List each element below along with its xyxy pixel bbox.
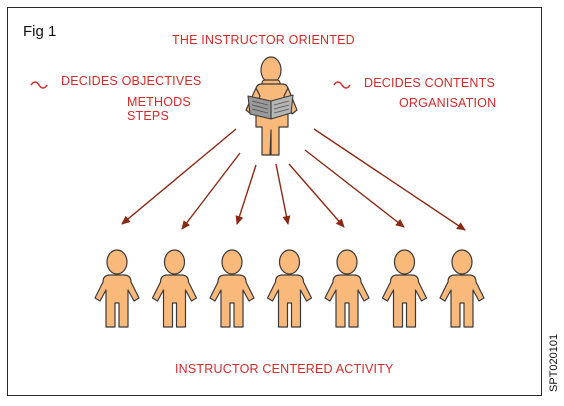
arrow-to-learner-6 (304, 149, 405, 228)
diagram-caption: INSTRUCTOR CENTERED ACTIVITY (175, 362, 394, 376)
arrow-to-learner-3 (235, 164, 257, 225)
learner-figure-icon (324, 249, 370, 328)
learner-figure-icon (439, 249, 485, 328)
arrow-to-learner-2 (181, 152, 241, 230)
book-icon (247, 94, 294, 120)
right-tilde-icon (333, 81, 351, 89)
arrow-to-learner-7 (313, 128, 466, 231)
learner-figure-icon (381, 249, 428, 328)
learner-figure-icon (266, 249, 313, 328)
learner-figure-icon (209, 249, 255, 328)
learner-figure-icon (94, 249, 140, 328)
right-note-organisation: ORGANISATION (399, 96, 497, 110)
figure-label: Fig 1 (23, 23, 57, 40)
arrow-to-learner-5 (288, 163, 345, 228)
diagram-title: THE INSTRUCTOR ORIENTED (172, 33, 355, 47)
arrow-to-learner-1 (121, 128, 237, 225)
learner-figure-icon (151, 249, 198, 328)
left-note-steps: STEPS (127, 109, 169, 123)
left-tilde-icon (30, 81, 48, 89)
left-note-objectives: DECIDES OBJECTIVES (61, 74, 202, 88)
right-note-contents: DECIDES CONTENTS (364, 76, 495, 90)
arrow-to-learner-4 (275, 163, 291, 225)
left-note-methods: METHODS (127, 95, 191, 109)
figure-frame (7, 7, 542, 396)
